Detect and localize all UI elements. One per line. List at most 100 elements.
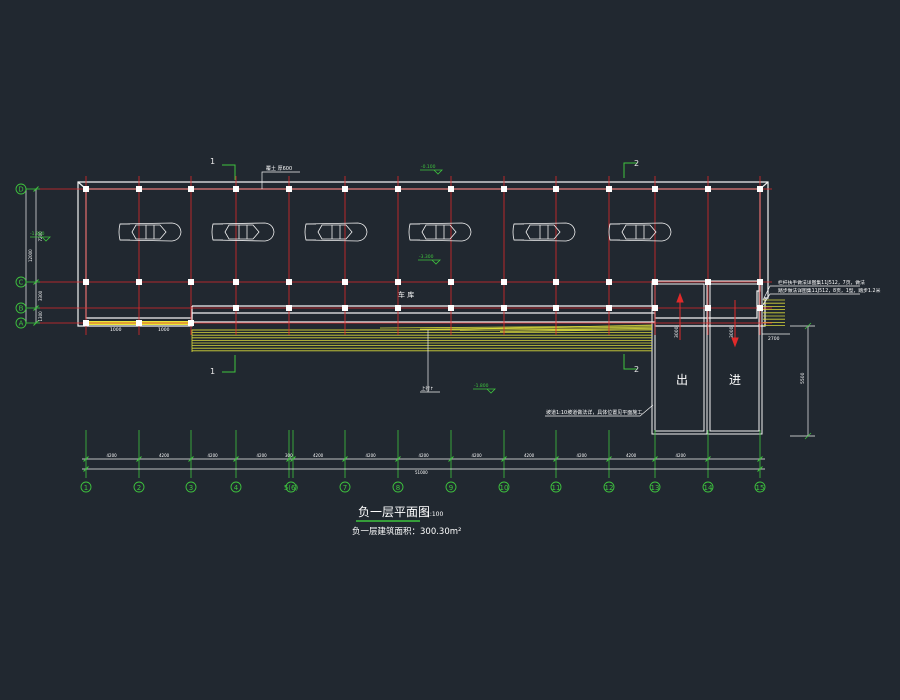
section-2-bottom-label: 2 bbox=[634, 365, 639, 374]
ramp-lane bbox=[709, 283, 760, 432]
level-top-text: -0.100 bbox=[421, 164, 436, 170]
level-tags bbox=[30, 169, 496, 394]
level-main-text: -3.300 bbox=[419, 254, 434, 260]
section-2-top-label: 2 bbox=[634, 159, 639, 168]
car-cabin bbox=[621, 224, 657, 240]
car-cabin bbox=[525, 224, 561, 240]
column bbox=[342, 279, 348, 285]
grid-label-y: C bbox=[19, 279, 24, 287]
inner-wall bbox=[85, 188, 761, 319]
grid-bubble-x bbox=[702, 481, 714, 493]
ramp-edge bbox=[191, 324, 653, 352]
entrance-lanes bbox=[651, 280, 763, 435]
car-body bbox=[408, 222, 472, 242]
column bbox=[188, 279, 194, 285]
dim-tick bbox=[448, 456, 454, 462]
car-bumper bbox=[213, 223, 223, 241]
ramp-hatch bbox=[191, 324, 653, 352]
x-dim-label: 4200 bbox=[577, 453, 588, 458]
ramp-lane bbox=[654, 283, 705, 432]
grid-label-x: 15 bbox=[756, 484, 765, 492]
car-body bbox=[118, 222, 182, 242]
ramp-lane bbox=[706, 280, 763, 435]
grid-label-x: 12 bbox=[605, 484, 614, 492]
car-body bbox=[608, 222, 672, 242]
lane-arrows bbox=[676, 292, 739, 348]
grid-bubble-x bbox=[133, 481, 145, 493]
stair-note-leader-2 bbox=[762, 293, 860, 306]
grid-bubble-x bbox=[498, 481, 510, 493]
x-dim-label: 4200 bbox=[676, 453, 687, 458]
dim-tick bbox=[342, 456, 348, 462]
level-tag-top bbox=[420, 169, 443, 175]
grid-label-x: 8 bbox=[396, 484, 400, 492]
car bbox=[408, 222, 472, 242]
section-1-bottom-label: 1 bbox=[210, 367, 215, 376]
level-bottom-text: -1.800 bbox=[474, 383, 489, 389]
car-bumper bbox=[120, 223, 130, 241]
grid-bubble-x bbox=[339, 481, 351, 493]
x-dim-label: 300 bbox=[285, 453, 293, 458]
x-dim-label: 4200 bbox=[208, 453, 219, 458]
column bbox=[233, 305, 239, 311]
dim-tick bbox=[83, 466, 89, 472]
column bbox=[233, 186, 239, 192]
column bbox=[448, 186, 454, 192]
stair-hatch bbox=[763, 299, 785, 327]
column bbox=[136, 320, 142, 326]
x-dim-label: 4200 bbox=[524, 453, 535, 458]
column bbox=[395, 279, 401, 285]
section-markers bbox=[222, 162, 637, 373]
section-1-top-label: 1 bbox=[210, 157, 215, 166]
column bbox=[705, 186, 711, 192]
column bbox=[652, 305, 658, 311]
dim-tick bbox=[553, 456, 559, 462]
column bbox=[501, 186, 507, 192]
car-cabin bbox=[317, 224, 353, 240]
column bbox=[233, 279, 239, 285]
x-dim-label: 4200 bbox=[626, 453, 637, 458]
column bbox=[606, 186, 612, 192]
grid-label-x: 4 bbox=[234, 484, 239, 492]
ramp-note-leader bbox=[545, 404, 654, 417]
dim-tick bbox=[652, 456, 658, 462]
column bbox=[286, 279, 292, 285]
grid-bubble-x bbox=[185, 481, 197, 493]
grid-label-x: 5(6) bbox=[284, 484, 299, 492]
column bbox=[553, 305, 559, 311]
grid-label-x: 14 bbox=[704, 484, 713, 492]
columns bbox=[83, 186, 763, 326]
dim-tick bbox=[501, 456, 507, 462]
grid-bubble-x bbox=[230, 481, 242, 493]
x-dim-label: 4200 bbox=[419, 453, 430, 458]
enter-label: 进 bbox=[729, 373, 741, 387]
column bbox=[652, 186, 658, 192]
drawing-title: 负一层平面图 bbox=[358, 505, 430, 519]
car-body bbox=[304, 222, 368, 242]
column bbox=[83, 186, 89, 192]
dim-tick bbox=[233, 456, 239, 462]
car-cabin bbox=[131, 224, 167, 240]
dim-tick bbox=[136, 456, 142, 462]
grid-bubble-x bbox=[392, 481, 404, 493]
ramp-note: 坡道1:10坡道做法详，具体位置见平面施工 bbox=[546, 409, 642, 416]
grid-bubble-x bbox=[80, 481, 92, 493]
car-cabin bbox=[421, 224, 457, 240]
dim-tick bbox=[757, 466, 763, 472]
grid-bubble-x bbox=[603, 481, 615, 493]
grid-bubble-x bbox=[550, 481, 562, 493]
x-dim-label: 4200 bbox=[257, 453, 268, 458]
x-dim-label: 4200 bbox=[107, 453, 118, 458]
column bbox=[395, 186, 401, 192]
grid-label-x: 2 bbox=[137, 484, 141, 492]
grid-label-x: 1 bbox=[84, 484, 88, 492]
grid-bubble-x bbox=[285, 481, 297, 493]
car bbox=[608, 222, 672, 242]
column bbox=[606, 305, 612, 311]
grid-label-x: 7 bbox=[343, 484, 347, 492]
grid-label-x: 3 bbox=[189, 484, 193, 492]
section-1-bottom-mark bbox=[222, 355, 236, 373]
x-dim-label: 4200 bbox=[366, 453, 377, 458]
